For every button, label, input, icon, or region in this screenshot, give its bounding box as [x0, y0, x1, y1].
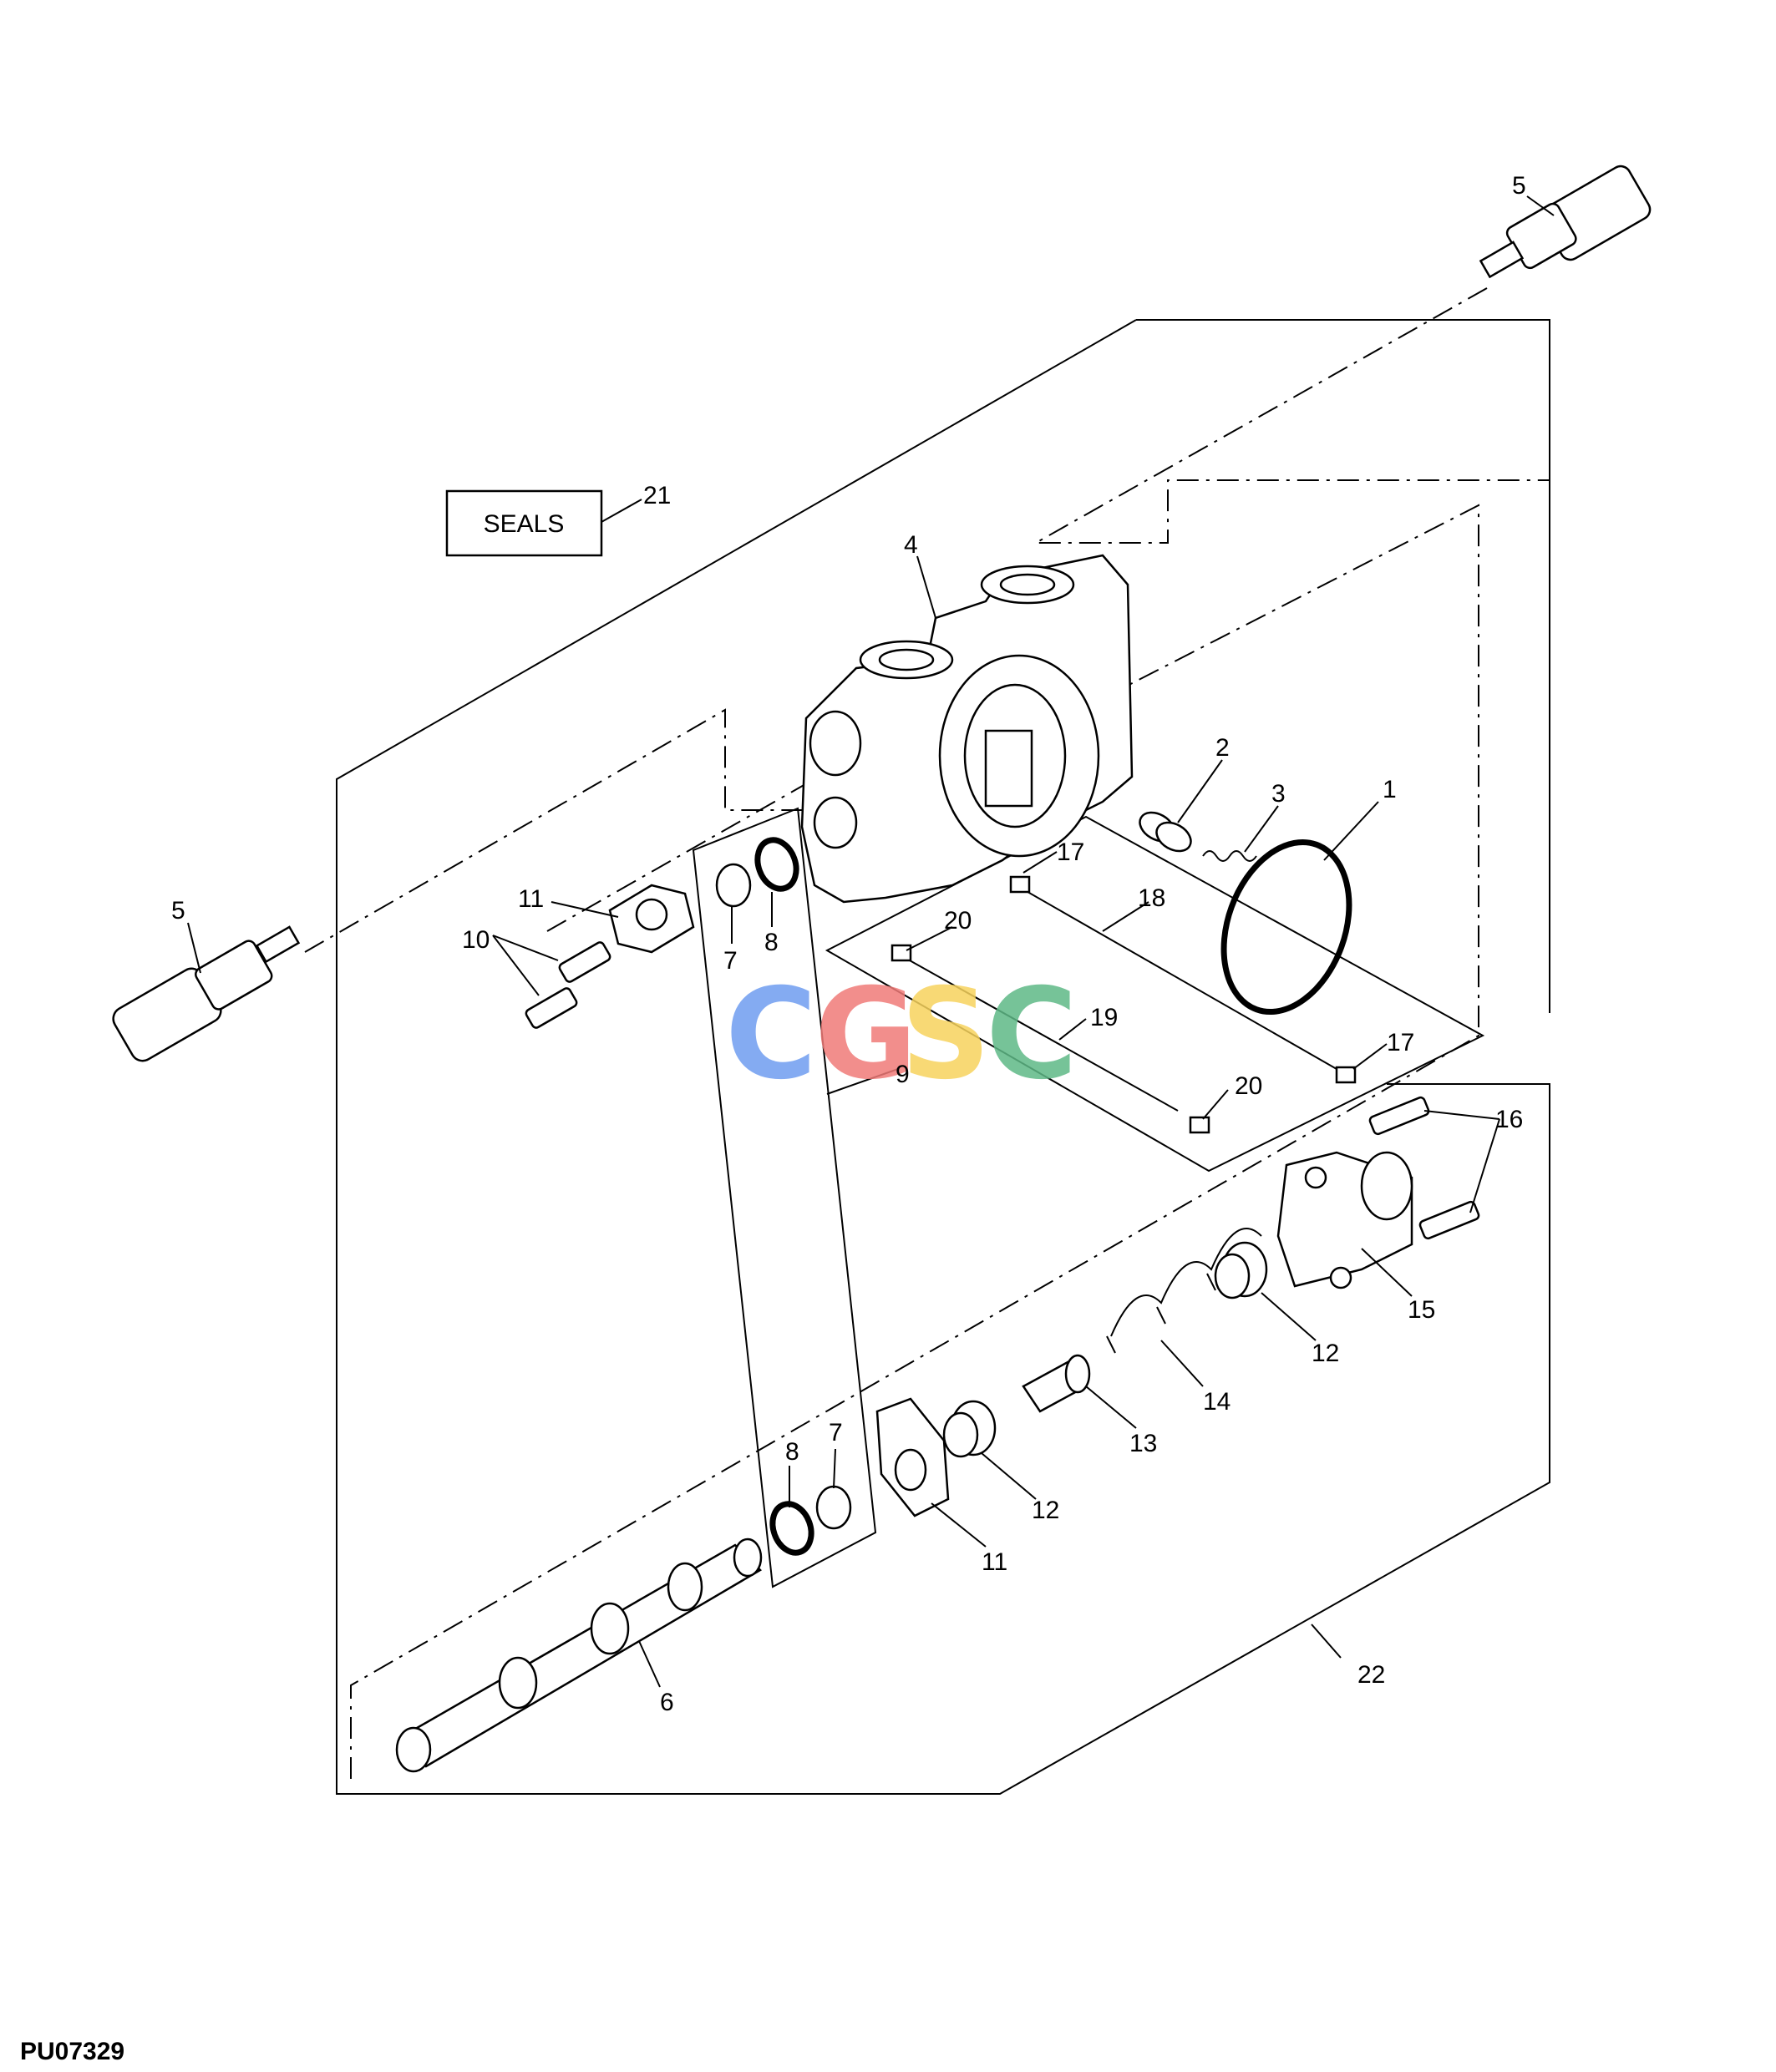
tie-rod-18	[1022, 889, 1337, 1070]
watermark-letter-s: S	[901, 962, 991, 1107]
seal-group-frame	[692, 807, 877, 1588]
callout-20-lower: 20	[1235, 1072, 1262, 1100]
check-spring	[1202, 850, 1257, 862]
callout-20-upper: 20	[944, 907, 972, 935]
centerline-spool	[350, 504, 1479, 1779]
callout-8-upper: 8	[764, 929, 779, 956]
callout-1: 1	[1383, 776, 1397, 803]
callout-numbers: 1 2 3 4 5 5 6 7 7 8 8 9 10 11 11 12 12 1…	[171, 172, 1526, 1716]
callout-15: 15	[1408, 1296, 1435, 1324]
centering-spring	[1106, 1228, 1262, 1354]
callout-11-lower: 11	[982, 1548, 1007, 1576]
callout-12-lower: 12	[1032, 1497, 1059, 1524]
callout-17-lower: 17	[1387, 1029, 1414, 1056]
cap-screws-10	[525, 941, 611, 1029]
callout-5-left: 5	[171, 897, 185, 925]
nut-20-top	[891, 944, 912, 962]
o-ring-large	[1220, 838, 1352, 1016]
watermark: C G S C	[725, 962, 1078, 1107]
spring-seat-upper	[1214, 1241, 1268, 1299]
centerline-relief-valve-left	[304, 708, 848, 953]
centerline-relief-valve-right	[1033, 287, 1550, 544]
callout-19: 19	[1090, 1004, 1118, 1031]
callout-21: 21	[643, 482, 671, 509]
callout-13: 13	[1129, 1430, 1157, 1457]
backup-ring-lower	[815, 1485, 852, 1530]
figure-id: PU07329	[20, 2038, 125, 2065]
nut-17-top	[1009, 875, 1031, 894]
cap-screws-16	[1368, 1096, 1480, 1240]
callout-12-upper: 12	[1312, 1340, 1339, 1367]
spool	[395, 1538, 763, 1773]
callout-18: 18	[1138, 884, 1165, 912]
callout-22: 22	[1357, 1661, 1385, 1689]
callout-10: 10	[462, 926, 490, 954]
callout-14: 14	[1203, 1388, 1231, 1416]
relief-valve-right	[1479, 165, 1652, 279]
callout-11-upper: 11	[518, 885, 544, 913]
spring-cap	[1276, 1151, 1413, 1289]
leader-lines	[187, 195, 1555, 1688]
stopper	[1022, 1354, 1091, 1413]
callout-17-upper: 17	[1057, 838, 1084, 866]
spring-seat-lower	[942, 1400, 997, 1458]
callout-2: 2	[1215, 734, 1230, 762]
backup-ring-upper	[715, 863, 752, 908]
callout-7-lower: 7	[829, 1419, 843, 1446]
tie-rod-19	[901, 955, 1179, 1112]
seals-box-label: SEALS	[484, 510, 565, 538]
outer-group-frame	[1136, 319, 1550, 1013]
flange-lower	[875, 1397, 950, 1517]
flange-upper	[608, 884, 695, 954]
callout-8-lower: 8	[785, 1438, 799, 1466]
watermark-letter-g: G	[814, 962, 917, 1107]
centerline-seal	[546, 759, 849, 932]
o-ring-upper	[754, 837, 799, 892]
watermark-letter-c: C	[725, 962, 817, 1107]
callout-3: 3	[1271, 780, 1286, 808]
callout-6: 6	[660, 1689, 674, 1716]
callout-5-right: 5	[1512, 172, 1526, 200]
callout-16: 16	[1495, 1106, 1523, 1133]
check-bushing	[1139, 811, 1192, 853]
callout-4: 4	[904, 531, 918, 559]
watermark-letter-c2: C	[986, 962, 1078, 1107]
o-ring-lower	[769, 1501, 814, 1556]
callout-7-upper: 7	[723, 947, 738, 975]
relief-valve-left	[112, 925, 301, 1062]
callout-9: 9	[896, 1061, 910, 1088]
nut-17-bottom	[1335, 1066, 1357, 1084]
outer-group-frame-left	[336, 319, 1550, 1795]
valve-body	[800, 554, 1134, 904]
nut-20-bottom	[1189, 1116, 1210, 1134]
seals-box	[445, 489, 603, 557]
